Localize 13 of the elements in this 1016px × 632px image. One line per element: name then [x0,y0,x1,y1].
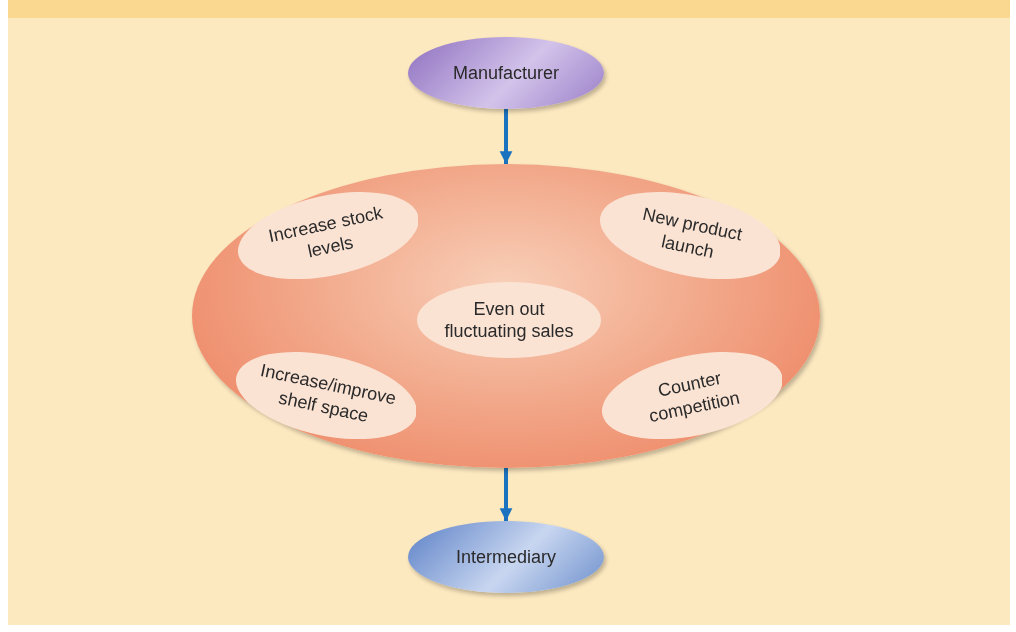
node-label: Intermediary [454,545,557,569]
inner-ellipse [599,192,781,280]
inner-ellipse [417,282,601,358]
node-label: Manufacturer [451,61,561,85]
node-label: Increase stock levels [265,201,386,264]
node-label: Even out fluctuating sales [443,297,575,343]
inner-ellipse [237,192,419,280]
node-label: Counter competition [646,367,743,429]
inner-ellipse [601,352,783,440]
inner-ellipse [235,352,417,440]
arrow [499,109,513,164]
arrow [499,468,513,521]
node-label: New product launch [639,203,745,265]
